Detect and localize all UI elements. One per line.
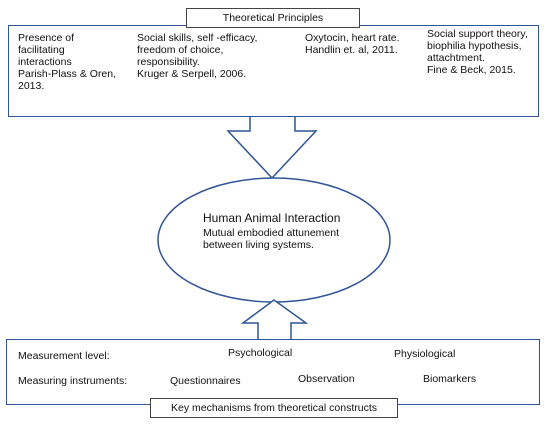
questionnaires-label: Questionnaires [170, 375, 241, 387]
hai-subtitle: Mutual embodied attunement between livin… [203, 227, 340, 251]
measurement-box [6, 339, 540, 405]
principle-col-3: Oxytocin, heart rate. Handlin et. al, 20… [305, 32, 400, 56]
measurement-level-label: Measurement level: [18, 350, 110, 362]
hai-title: Human Animal Interaction [203, 211, 341, 225]
biomarkers-label: Biomarkers [423, 373, 477, 385]
principle-col-2: Social skills, self -efficacy, freedom o… [137, 32, 258, 80]
principle-col-4: Social support theory, biophilia hypothe… [427, 28, 528, 76]
observation-label: Observation [298, 373, 355, 385]
key-mechanisms-footer: Key mechanisms from theoretical construc… [150, 398, 398, 418]
down-arrow [226, 115, 318, 180]
physiological-label: Physiological [394, 348, 456, 360]
measuring-instruments-label: Measuring instruments: [18, 375, 128, 387]
principle-col-1: Presence of facilitating interactions Pa… [18, 32, 117, 92]
psychological-label: Psychological [228, 347, 293, 359]
up-arrow [240, 299, 309, 341]
theoretical-principles-header: Theoretical Principles [186, 8, 360, 28]
